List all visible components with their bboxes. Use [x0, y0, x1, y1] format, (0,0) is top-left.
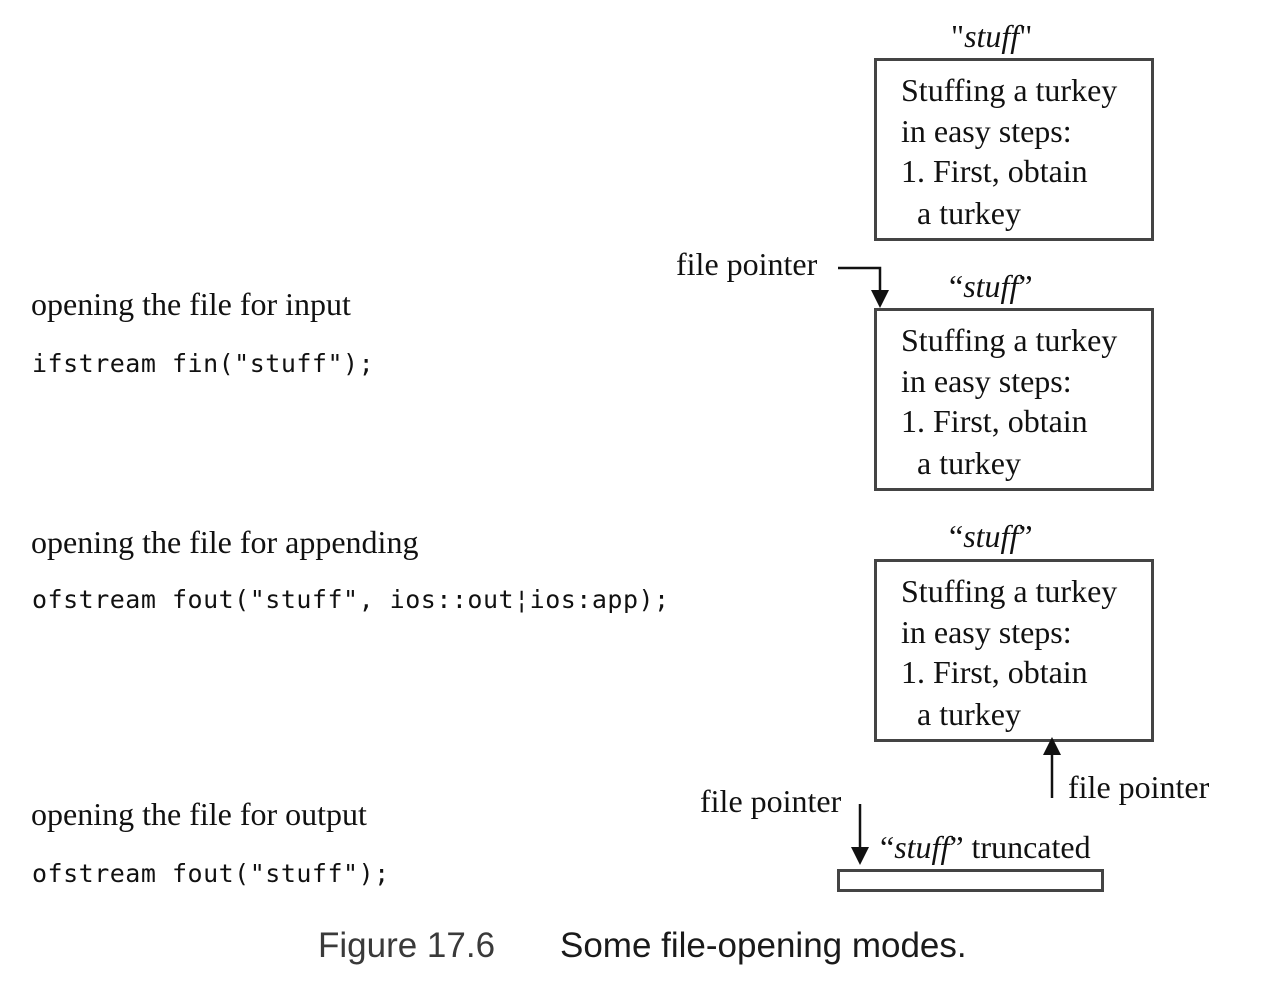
figure-caption: Figure 17.6 Some file-opening modes.	[0, 924, 1276, 968]
output-file-quote-close: ”	[949, 829, 964, 865]
append-file-name: stuff	[963, 518, 1019, 554]
figure-caption-text: Some file-opening modes.	[560, 926, 967, 965]
append-file-quote-close: ”	[1018, 518, 1033, 554]
output-file-label: “stuff” truncated	[880, 829, 1091, 865]
append-mode-heading: opening the file for appending	[31, 524, 419, 560]
output-file-pointer-arrow	[851, 804, 869, 865]
input-file-label: “stuff”	[949, 268, 1033, 304]
input-file-pointer-label: file pointer	[676, 246, 818, 282]
append-file-quote-open: “	[949, 518, 964, 554]
original-file-box: Stuffing a turkey in easy steps: 1. Firs…	[874, 58, 1154, 241]
input-file-box: Stuffing a turkey in easy steps: 1. Firs…	[874, 308, 1154, 491]
original-file-name: stuff	[964, 18, 1020, 54]
output-file-box-empty	[837, 869, 1104, 892]
original-file-line-4: a turkey	[901, 195, 1021, 231]
original-file-line-1: Stuffing a turkey	[901, 72, 1118, 108]
output-mode-code: ofstream fout("stuff");	[32, 859, 390, 888]
append-file-line-3: 1. First, obtain	[901, 654, 1088, 690]
append-file-box: Stuffing a turkey in easy steps: 1. Firs…	[874, 559, 1154, 742]
original-file-quote-close: "	[1019, 18, 1033, 54]
input-file-name: stuff	[963, 268, 1019, 304]
input-file-quote-open: “	[949, 268, 964, 304]
original-file-quote-open: "	[951, 18, 965, 54]
append-file-label: “stuff”	[949, 518, 1033, 554]
output-file-quote-open: “	[880, 829, 895, 865]
output-mode-heading: opening the file for output	[31, 796, 367, 832]
input-mode-heading: opening the file for input	[31, 286, 351, 322]
append-mode-code: ofstream fout("stuff", ios::out¦ios:app)…	[32, 585, 670, 614]
output-file-truncated-note: truncated	[963, 829, 1091, 865]
append-file-line-4: a turkey	[901, 696, 1021, 732]
original-file-label: "stuff"	[951, 18, 1032, 54]
original-file-line-2: in easy steps:	[901, 113, 1072, 149]
output-file-pointer-label: file pointer	[700, 783, 842, 819]
input-file-quote-close: ”	[1018, 268, 1033, 304]
original-file-line-3: 1. First, obtain	[901, 153, 1088, 189]
input-file-line-3: 1. First, obtain	[901, 403, 1088, 439]
append-file-pointer-label: file pointer	[1068, 769, 1210, 805]
append-file-pointer-arrow	[1043, 737, 1061, 798]
input-file-line-1: Stuffing a turkey	[901, 322, 1118, 358]
output-file-name: stuff	[894, 829, 950, 865]
input-file-pointer-arrow	[838, 266, 889, 308]
input-mode-code: ifstream fin("stuff");	[32, 349, 375, 378]
input-file-line-4: a turkey	[901, 445, 1021, 481]
figure-number: Figure 17.6	[318, 926, 496, 965]
append-file-line-2: in easy steps:	[901, 614, 1072, 650]
append-file-line-1: Stuffing a turkey	[901, 573, 1118, 609]
input-file-line-2: in easy steps:	[901, 363, 1072, 399]
